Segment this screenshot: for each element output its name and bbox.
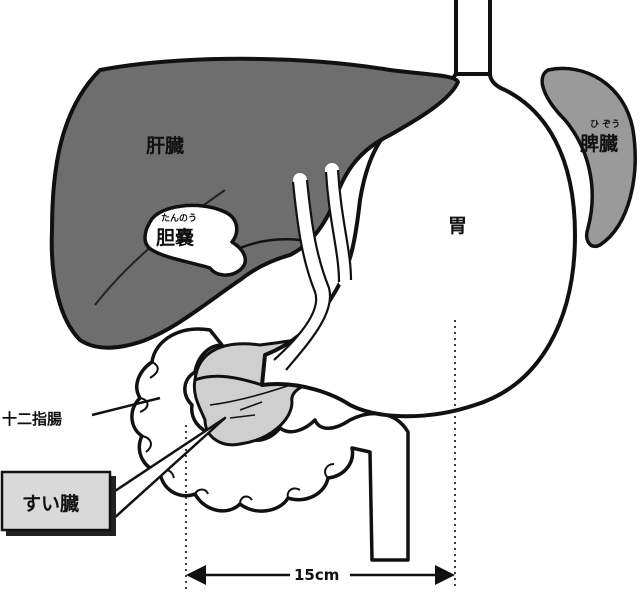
stomach-shape [260,72,577,419]
duodenum-label: 十二指腸 [2,410,62,428]
cystic-duct [239,238,301,250]
pancreas-callout-box [0,470,112,532]
bile-duct-outline [273,169,353,371]
bile-duct-white [273,163,352,372]
stomach-label: 胃 [448,215,467,237]
liver-label: 肝臓 [146,135,184,157]
gallbladder-shape [143,203,248,277]
gallbladder-reading: たんのう [161,213,197,224]
esophagus [454,0,492,74]
stomach-inner-curve [194,374,263,387]
liver-shape [49,56,460,350]
duodenum-pointer [91,396,161,417]
spleen-label: 脾臓 [579,132,618,155]
measurement-label: 15cm [294,566,339,584]
measure-arrowhead-right [435,565,455,585]
spleen-shape [540,66,637,248]
pancreas-label: すい臓 [22,493,79,515]
gallbladder-label: 胆嚢 [156,226,195,249]
measure-arrowhead-left [186,565,206,585]
spleen-reading: ひ ぞう [590,119,620,130]
